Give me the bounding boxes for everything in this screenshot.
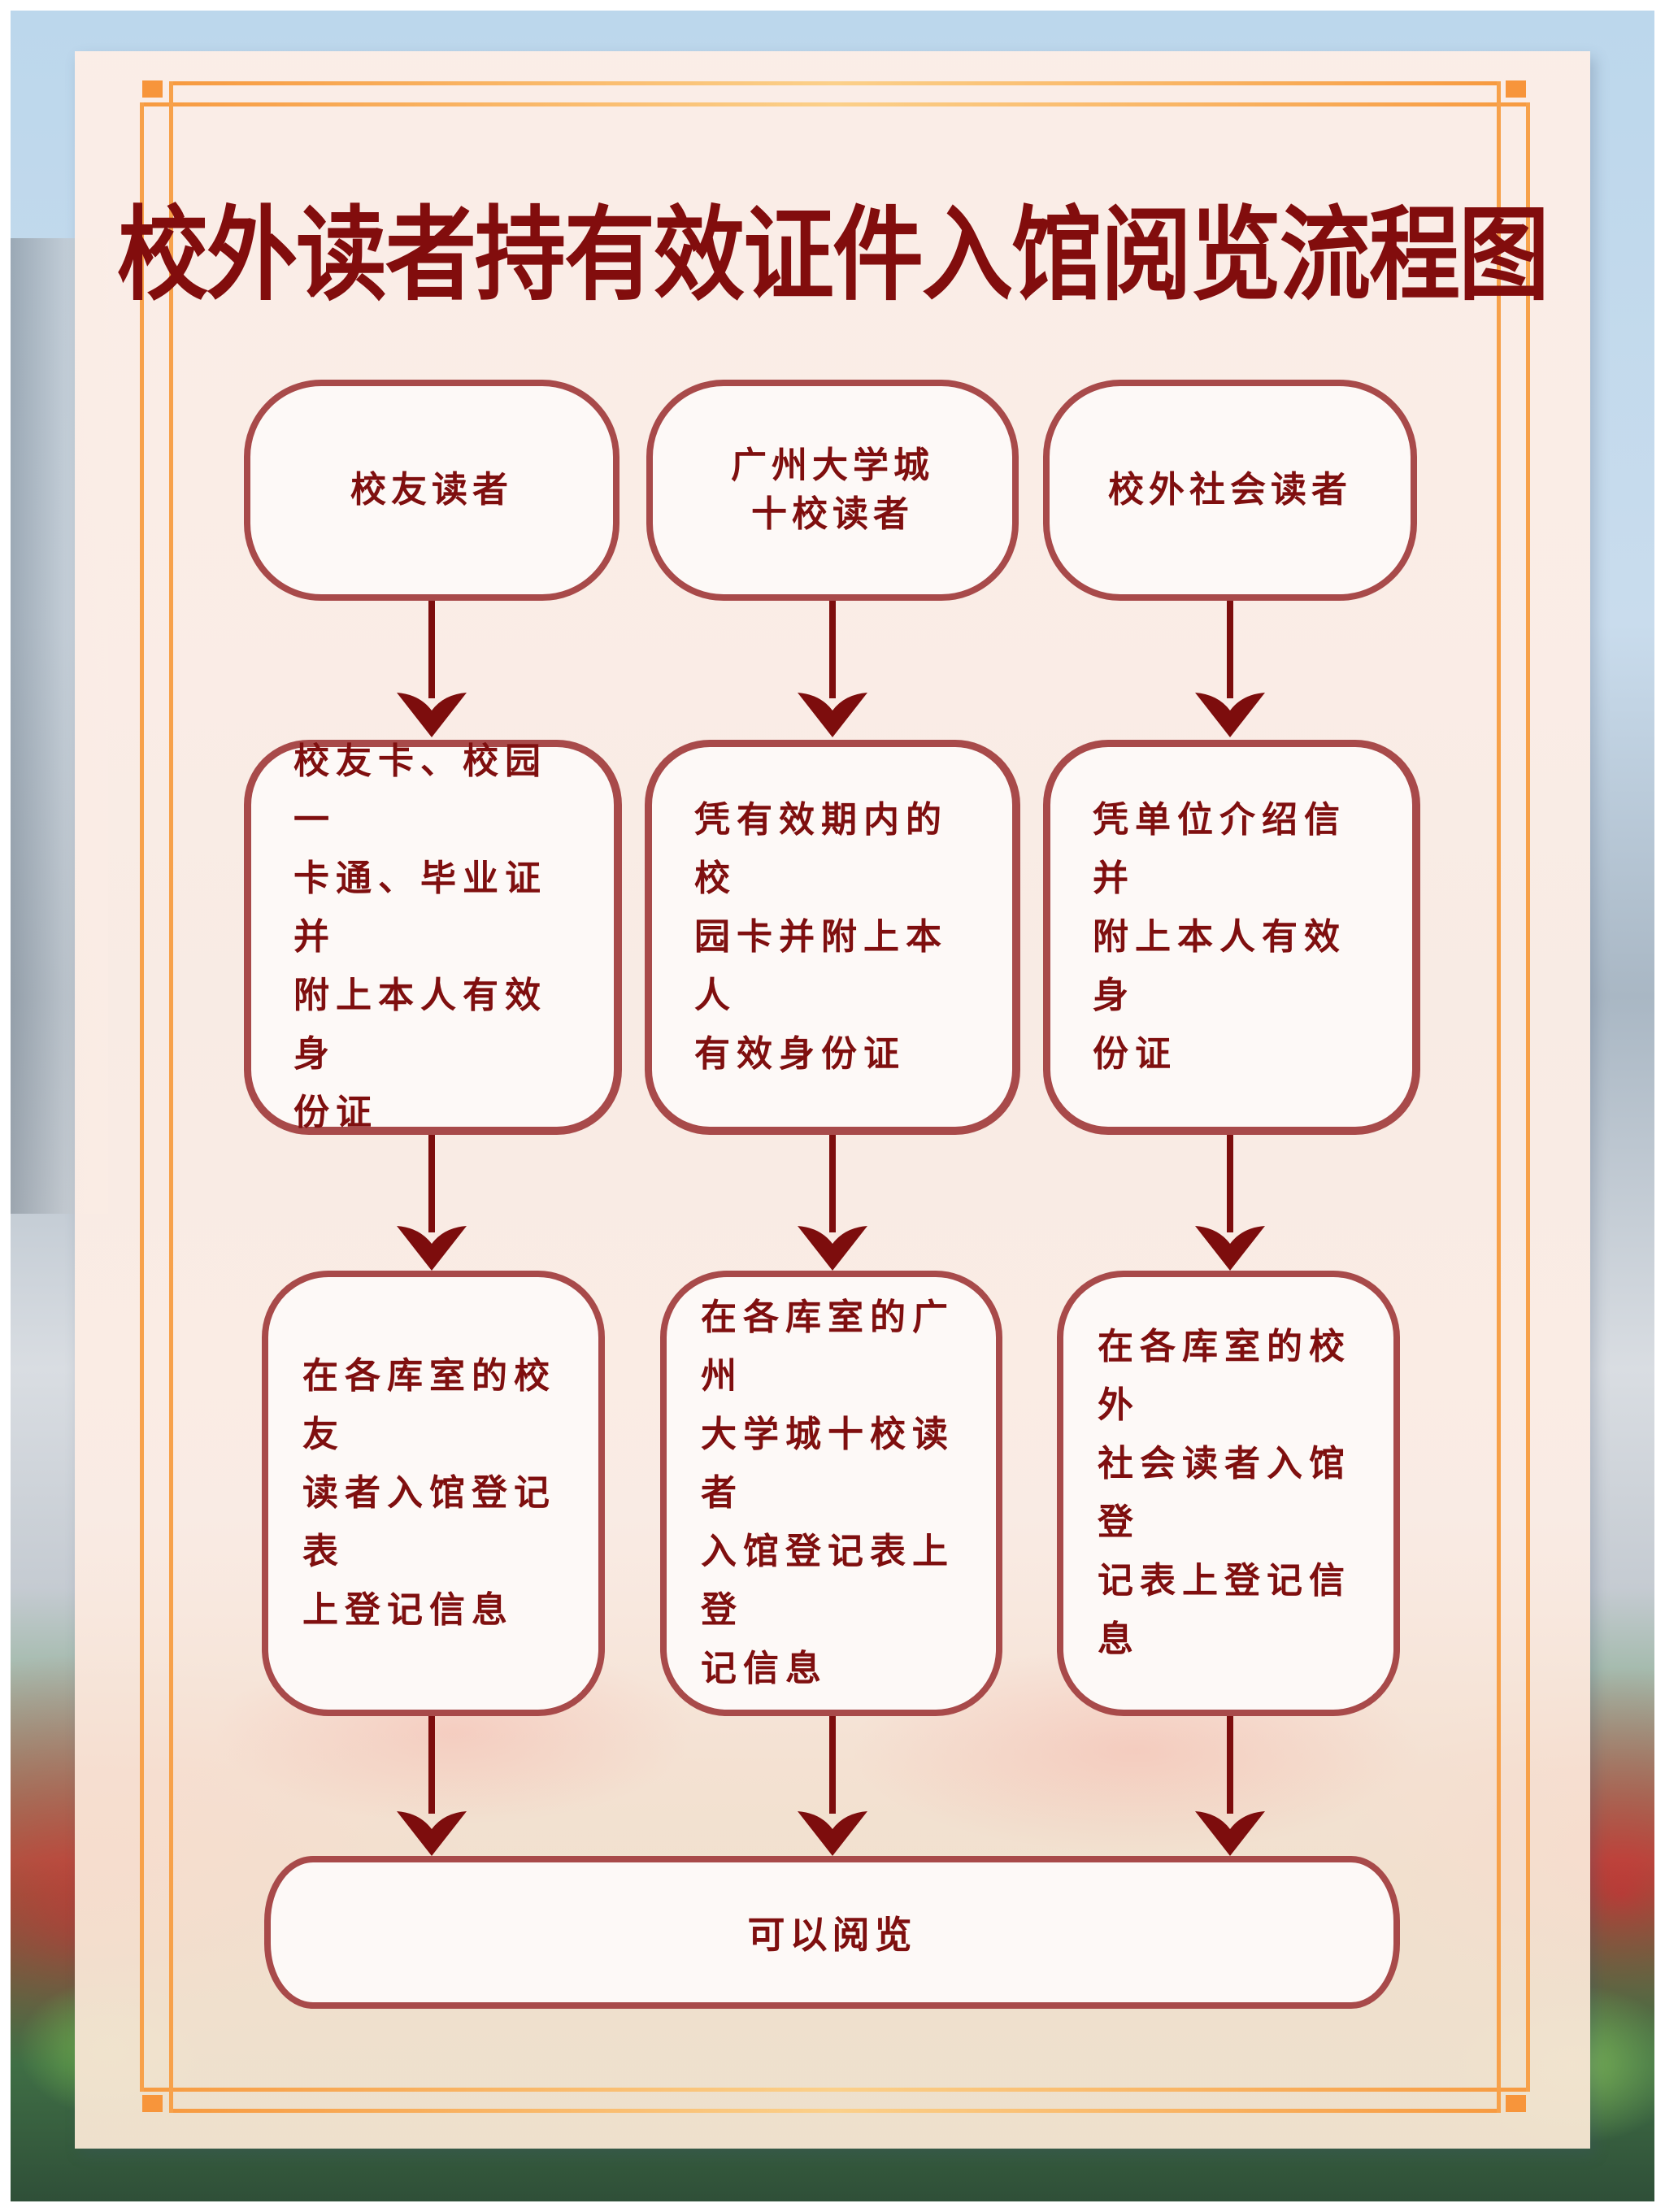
frame-line-top-outer xyxy=(169,81,1501,85)
node-credentials-public: 凭单位介绍信并 附上本人有效身 份证 xyxy=(1043,740,1420,1135)
node-label: 校友读者 xyxy=(350,469,513,511)
frame-corner-top-right xyxy=(1506,80,1526,98)
node-registration-university-town: 在各库室的广州 大学城十校读者 入馆登记表上登 记信息 xyxy=(660,1271,1002,1716)
node-credentials-university-town: 凭有效期内的校 园卡并附上本人 有效身份证 xyxy=(645,740,1020,1135)
arrow-down-icon xyxy=(1195,1135,1265,1271)
node-registration-alumni: 在各库室的校友 读者入馆登记表 上登记信息 xyxy=(262,1271,605,1716)
node-reader-type-alumni: 校友读者 xyxy=(244,380,619,601)
frame-line-left-inner xyxy=(169,81,173,2113)
node-label: 凭单位介绍信并 附上本人有效身 份证 xyxy=(1093,798,1346,1075)
frame-corner-bottom-left xyxy=(142,2095,163,2112)
arrow-down-icon xyxy=(798,1135,867,1271)
node-label: 广州大学城 十校读者 xyxy=(731,445,934,535)
arrow-down-icon xyxy=(397,1716,467,1856)
node-label: 可以阅览 xyxy=(747,1913,917,1957)
frame-corner-bottom-right xyxy=(1506,2095,1526,2112)
node-reader-type-university-town: 广州大学城 十校读者 xyxy=(646,380,1019,601)
frame-line-bottom-outer xyxy=(169,2109,1501,2113)
arrow-down-icon xyxy=(798,601,867,737)
node-reader-type-public: 校外社会读者 xyxy=(1043,380,1417,601)
arrow-down-icon xyxy=(397,601,467,737)
node-label: 在各库室的广州 大学城十校读者 入馆登记表上登 记信息 xyxy=(701,1297,954,1689)
frame-line-bottom-inner xyxy=(140,2088,1530,2092)
arrow-down-icon xyxy=(798,1716,867,1856)
frame-line-top-inner xyxy=(140,102,1530,106)
node-label: 校外社会读者 xyxy=(1108,469,1352,511)
node-label: 在各库室的校外 社会读者入馆登 记表上登记信息 xyxy=(1098,1326,1351,1660)
arrow-down-icon xyxy=(397,1135,467,1271)
node-credentials-alumni: 校友卡、校园一 卡通、毕业证并 附上本人有效身 份证 xyxy=(244,740,622,1135)
node-final-can-read: 可以阅览 xyxy=(264,1856,1400,2009)
frame-line-right-inner xyxy=(1497,81,1501,2113)
frame-corner-top-left xyxy=(142,80,163,98)
arrow-down-icon xyxy=(1195,601,1265,737)
node-label: 在各库室的校友 读者入馆登记表 上登记信息 xyxy=(302,1355,556,1631)
node-label: 凭有效期内的校 园卡并附上本人 有效身份证 xyxy=(694,798,948,1075)
node-label: 校友卡、校园一 卡通、毕业证并 附上本人有效身 份证 xyxy=(293,740,547,1133)
node-registration-public: 在各库室的校外 社会读者入馆登 记表上登记信息 xyxy=(1057,1271,1400,1716)
page-title: 校外读者持有效证件入馆阅览流程图 xyxy=(117,196,1550,315)
frame-line-left-outer xyxy=(140,102,144,2092)
frame-line-right-outer xyxy=(1526,102,1530,2092)
arrow-down-icon xyxy=(1195,1716,1265,1856)
